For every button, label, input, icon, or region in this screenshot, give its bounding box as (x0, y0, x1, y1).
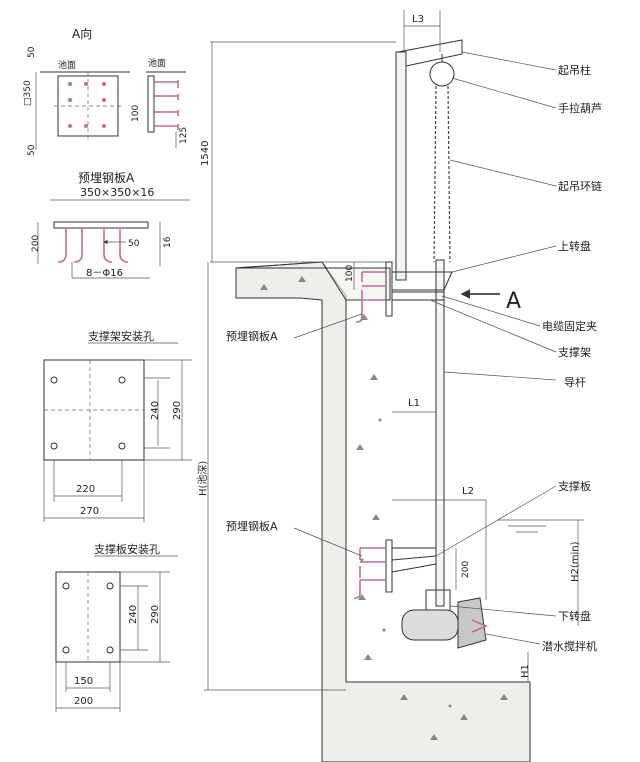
plate-section-title: 预埋钢板A (78, 171, 135, 185)
pool-surface-label-left: 池面 (58, 59, 76, 71)
hand-hoist (429, 61, 455, 87)
plate-dim-150: 150 (74, 676, 93, 687)
dim-200-main: 200 (461, 561, 471, 578)
dim-h2: H2(min) (570, 541, 581, 582)
plate-holes: 支撑板安装孔 240 290 150 200 (55, 542, 178, 712)
callout-hand-hoist: 手拉葫芦 (558, 101, 602, 115)
dim-100-main: 100 (345, 265, 355, 282)
dim-100: 100 (131, 105, 141, 122)
frame-holes-title: 支撑架安装孔 (88, 329, 154, 343)
mixer-body (401, 609, 459, 641)
dim-50-bottom: 50 (27, 144, 37, 156)
frame-dim-290: 290 (172, 401, 183, 420)
concrete-texture (260, 276, 508, 740)
dim-h1: H1 (520, 664, 531, 678)
callout-support-plate: 支撑板 (558, 479, 591, 493)
support-plate (391, 547, 437, 573)
dim-125: 125 (179, 127, 189, 144)
plate-section-spec: 350×350×16 (80, 186, 154, 199)
pool-surface-label-right: 池面 (148, 57, 166, 69)
view-arrow-label: A (506, 289, 521, 314)
plate-dim-290: 290 (150, 605, 161, 624)
top-view-title: A向 (72, 26, 92, 41)
dim-1540: 1540 (200, 141, 211, 166)
rebar-spec: 8－Φ16 (86, 268, 123, 279)
dim-200: 200 (31, 235, 41, 252)
callouts: 起吊柱 手拉葫芦 起吊环链 上转盘 电缆固定夹 支撑架 导杆 支撑板 下转盘 潜… (429, 51, 602, 653)
dim-50-top: 50 (27, 46, 37, 58)
frame-dim-240: 240 (150, 401, 161, 420)
embedded-plate-lower (353, 547, 386, 599)
dim-l3: L3 (412, 14, 424, 25)
plate-square (57, 75, 119, 137)
plate-section: 预埋钢板A 350×350×16 200 50 16 8－Φ16 (31, 171, 190, 279)
plate-dim-240: 240 (128, 605, 139, 624)
plate-holes-title: 支撑板安装孔 (94, 542, 160, 556)
frame-dim-220: 220 (76, 484, 95, 495)
callout-support-frame: 支撑架 (558, 345, 591, 359)
callout-cable-clamp: 电缆固定夹 (542, 319, 597, 333)
anchor-dots (68, 82, 106, 128)
dim-16: 16 (163, 236, 173, 248)
main-view: 1540 L3 100 H(池深) L1 L2 200 H2(min) H1 A (196, 10, 602, 762)
callout-submersible-mixer: 潜水搅拌机 (542, 639, 597, 653)
dim-l1: L1 (408, 398, 420, 409)
callout-guide-rod: 导杆 (564, 375, 586, 389)
dim-l2: L2 (462, 486, 474, 497)
plate-dim-200: 200 (74, 696, 93, 707)
lifting-chain (433, 85, 451, 263)
embedded-plate-lower-label: 预埋钢板A (226, 519, 278, 533)
callout-upper-turntable: 上转盘 (558, 239, 591, 253)
dim-50: 50 (128, 239, 140, 249)
lifting-column (395, 51, 407, 281)
guide-rod (435, 259, 445, 607)
dim-depth: H(池深) (196, 461, 209, 496)
callout-lower-turntable: 下转盘 (558, 609, 591, 623)
callout-lifting-column: 起吊柱 (558, 63, 591, 77)
mixer-propeller (457, 597, 487, 649)
embedded-plate-upper (355, 271, 386, 323)
top-view: A向 池面 50 □350 50 池面 100 125 (23, 26, 189, 156)
embedded-plate-upper-label: 预埋钢板A (226, 329, 278, 343)
callout-lifting-chain: 起吊环链 (558, 179, 602, 193)
frame-holes: 支撑架安装孔 240 290 220 270 (43, 329, 192, 522)
dim-350: □350 (23, 80, 33, 106)
frame-dim-270: 270 (80, 506, 99, 517)
